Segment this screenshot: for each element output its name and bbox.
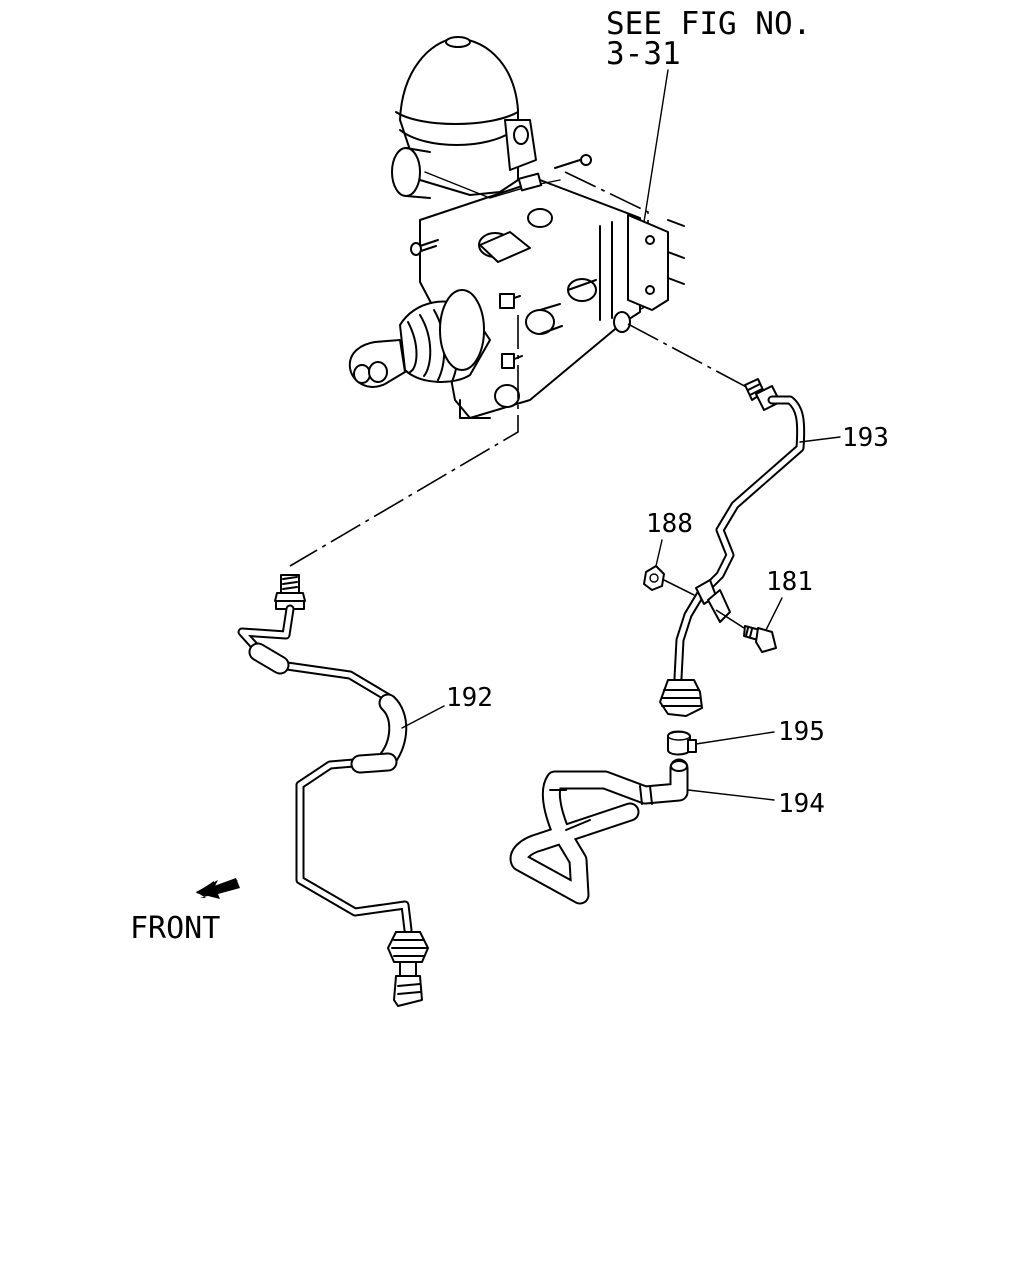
leader-192 — [401, 705, 445, 729]
centerline-193 — [627, 323, 753, 391]
clamp-195 — [667, 730, 697, 756]
callout-194: 194 — [778, 789, 825, 819]
front-label: FRONT — [130, 911, 220, 946]
brake-pipe-192 — [237, 574, 429, 1007]
callout-193: 193 — [842, 423, 889, 453]
reference-leader — [643, 69, 669, 223]
brake-pipe-193 — [659, 378, 806, 717]
reference-line-1: SEE FIG NO. — [606, 6, 811, 42]
reference-line-2: 3-31 — [606, 36, 681, 72]
hydraulic-unit — [348, 36, 685, 419]
leader-181 — [765, 597, 783, 631]
hose-194 — [509, 758, 689, 905]
callout-181: 181 — [766, 567, 813, 597]
bolt-181 — [715, 609, 777, 653]
centerline-192 — [289, 315, 519, 567]
callout-195: 195 — [778, 717, 825, 747]
callout-188: 188 — [646, 509, 693, 539]
leader-194 — [687, 789, 775, 801]
front-arrow-shape — [196, 878, 240, 899]
leader-193 — [799, 436, 841, 443]
nut-188 — [643, 565, 701, 599]
leader-195 — [695, 731, 775, 745]
leader-188 — [655, 539, 663, 567]
callout-192: 192 — [446, 683, 493, 713]
